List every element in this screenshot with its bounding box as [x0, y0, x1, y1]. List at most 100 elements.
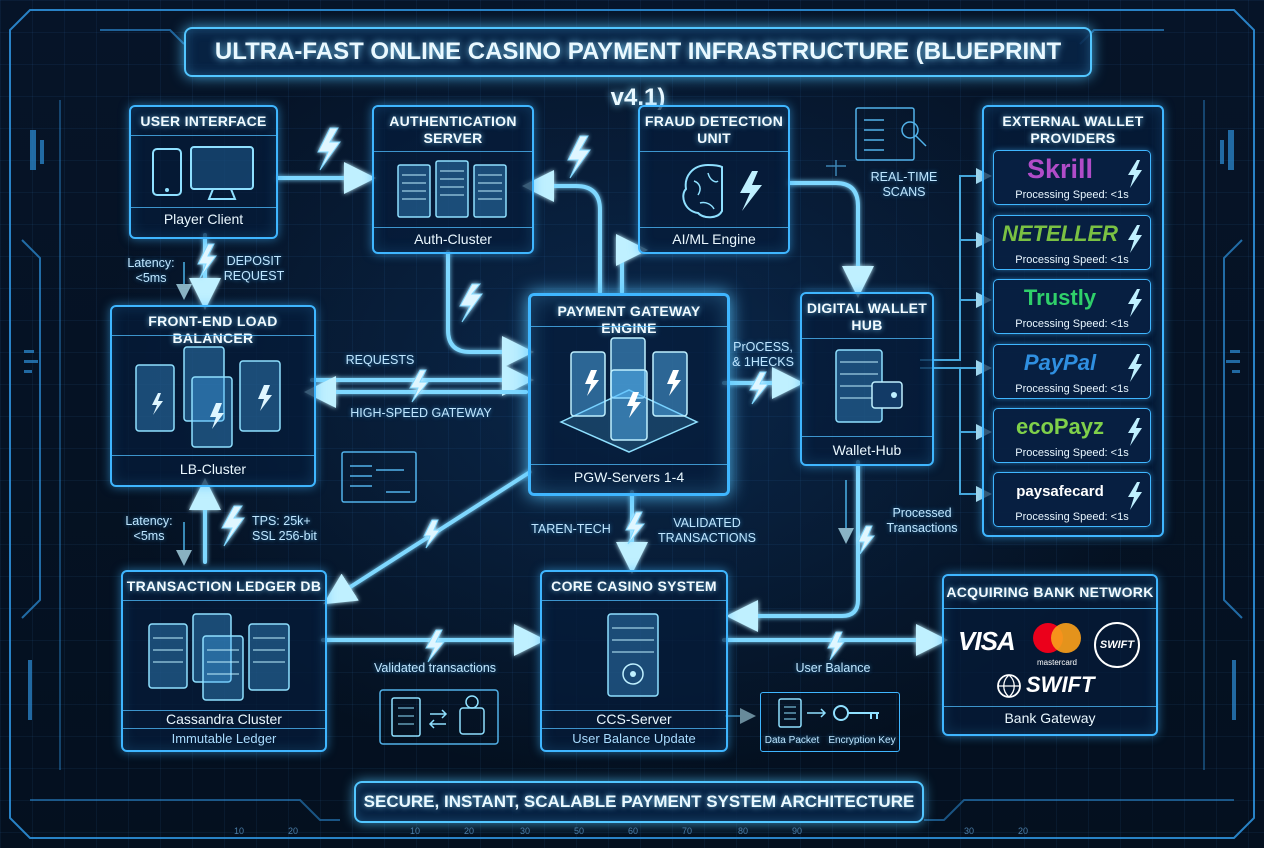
node-load-balancer[interactable]: FRONT-END LOAD BALANCER LB-Cluster: [110, 305, 316, 487]
wire-pgw-auth: [522, 170, 602, 294]
provider-logo: paysafecard: [1016, 483, 1104, 500]
high-speed-gateway-label: HIGH-SPEED GATEWAY: [350, 406, 492, 420]
node-title: CORE CASINO SYSTEM: [551, 578, 717, 594]
ruler-tick: 50: [574, 826, 585, 836]
process-checks-label: PrOCESS, & 1HECKS: [732, 340, 794, 369]
data-packet-label: Data Packet: [764, 735, 820, 746]
lightning-icon: [1128, 418, 1142, 446]
provider-speed: Processing Speed: <1s: [1015, 318, 1129, 330]
node-footer: Bank Gateway: [1004, 710, 1096, 726]
node-subtitle: Immutable Ledger: [171, 731, 277, 746]
provider-logo: NETELLER: [1001, 221, 1119, 246]
gateway-servers-icon: [559, 337, 699, 453]
wire-pgw-fraud: [615, 234, 648, 294]
node-footer: LB-Cluster: [179, 461, 247, 477]
ruler-tick: 20: [464, 826, 475, 836]
server-rack-icon: [397, 160, 507, 218]
lightning-icon: [1128, 482, 1142, 510]
casino-server-icon: [607, 613, 659, 697]
node-footer: Cassandra Cluster: [166, 711, 282, 727]
provider-speed: Processing Speed: <1s: [1015, 254, 1129, 266]
ruler-tick: 70: [682, 826, 693, 836]
globe-icon: [997, 674, 1021, 698]
wire-fraud-wallet: [788, 181, 874, 298]
wire-auth-pgw: [446, 250, 534, 368]
lightning-icon: [1128, 354, 1142, 382]
footer-banner: SECURE, INSTANT, SCALABLE PAYMENT SYSTEM…: [354, 781, 924, 823]
node-title: TRANSACTION LEDGER DB: [126, 578, 322, 594]
ruler-tick: 60: [628, 826, 639, 836]
node-footer: Auth-Cluster: [414, 231, 492, 247]
ruler-tick: 20: [1018, 826, 1029, 836]
ruler-tick: 90: [792, 826, 803, 836]
node-core-casino-system[interactable]: CORE CASINO SYSTEM CCS-Server User Balan…: [540, 570, 728, 752]
encryption-panel: Data Packet Encryption Key: [760, 692, 900, 752]
ruler-tick: 80: [738, 826, 749, 836]
provider-logo: PayPal: [1023, 350, 1097, 375]
taren-tech-label: TAREN-TECH: [531, 522, 611, 536]
server-cluster-icon: [135, 346, 281, 448]
provider-speed: Processing Speed: <1s: [1015, 511, 1129, 523]
latency-label: Latency: <5ms: [125, 514, 173, 543]
node-footer: AI/ML Engine: [672, 231, 756, 247]
provider-speed: Processing Speed: <1s: [1015, 383, 1129, 395]
validated-transactions-caps-label: VALIDATED TRANSACTIONS: [658, 516, 756, 545]
node-transaction-ledger[interactable]: TRANSACTION LEDGER DB Cassandra Cluster …: [121, 570, 327, 752]
provider-card[interactable]: NETELLER Processing Speed: <1s: [993, 215, 1151, 270]
deposit-request-label: DEPOSIT REQUEST: [223, 254, 285, 283]
node-authentication-server[interactable]: AUTHENTICATION SERVER Auth-Cluster: [372, 105, 534, 254]
node-footer: Wallet-Hub: [832, 442, 902, 458]
node-title: EXTERNAL WALLET PROVIDERS: [1002, 113, 1144, 146]
ruler-tick: 10: [410, 826, 421, 836]
latency-label: Latency: <5ms: [127, 256, 175, 285]
mastercard-label: mastercard: [1036, 658, 1077, 667]
provider-logo: ecoPayz: [1015, 414, 1105, 439]
mastercard-icon: [1033, 623, 1081, 653]
page-title: ULTRA-FAST ONLINE CASINO PAYMENT INFRAST…: [184, 27, 1092, 111]
ruler-tick: 30: [964, 826, 975, 836]
document-db-icon: [391, 695, 485, 737]
wire-wallet-core: [726, 460, 860, 632]
node-footer: CCS-Server: [596, 711, 672, 727]
node-subtitle: User Balance Update: [572, 731, 696, 746]
brain-icon: [682, 163, 762, 219]
tps-ssl-label: TPS: 25k+ SSL 256-bit: [252, 514, 317, 543]
node-fraud-detection[interactable]: FRAUD DETECTION UNIT AI/ML Engine: [638, 105, 790, 254]
lightning-bolts: [197, 127, 876, 663]
node-title: ACQUIRING BANK NETWORK: [946, 584, 1154, 600]
processed-transactions-label: Processed Transactions: [886, 506, 958, 535]
node-title: PAYMENT GATEWAY ENGINE: [557, 303, 701, 336]
node-title: FRONT-END LOAD BALANCER: [148, 313, 278, 346]
provider-logo: Skrill: [1026, 154, 1094, 184]
node-title: FRAUD DETECTION UNIT: [644, 113, 784, 146]
lightning-icon: [1128, 225, 1142, 253]
lightning-icon: [1128, 289, 1142, 317]
node-user-interface[interactable]: USER INTERFACE Player Client: [129, 105, 278, 239]
node-title: DIGITAL WALLET HUB: [806, 300, 928, 333]
provider-logo: Trustly: [1023, 285, 1097, 310]
real-time-scans-label: REAL-TIME SCANS: [870, 170, 938, 199]
database-cluster-icon: [148, 613, 290, 701]
node-payment-gateway[interactable]: PAYMENT GATEWAY ENGINE PGW-Servers 1-4: [528, 293, 730, 496]
node-footer: Player Client: [163, 211, 244, 227]
validated-transactions-label: Validated transactions: [373, 661, 497, 675]
decor-circuit: [341, 107, 927, 745]
user-balance-label: User Balance: [795, 661, 871, 675]
node-title: AUTHENTICATION SERVER: [389, 113, 517, 146]
provider-speed: Processing Speed: <1s: [1015, 189, 1129, 201]
encryption-key-label: Encryption Key: [828, 735, 896, 746]
packet-key-icon: [778, 698, 879, 728]
requests-label: REQUESTS: [345, 353, 415, 367]
provider-speed: Processing Speed: <1s: [1015, 447, 1129, 459]
node-acquiring-bank[interactable]: ACQUIRING BANK NETWORK VISA mastercard S…: [942, 574, 1158, 736]
node-digital-wallet-hub[interactable]: DIGITAL WALLET HUB Wallet-Hub: [800, 292, 934, 466]
lightning-icon: [1128, 160, 1142, 188]
